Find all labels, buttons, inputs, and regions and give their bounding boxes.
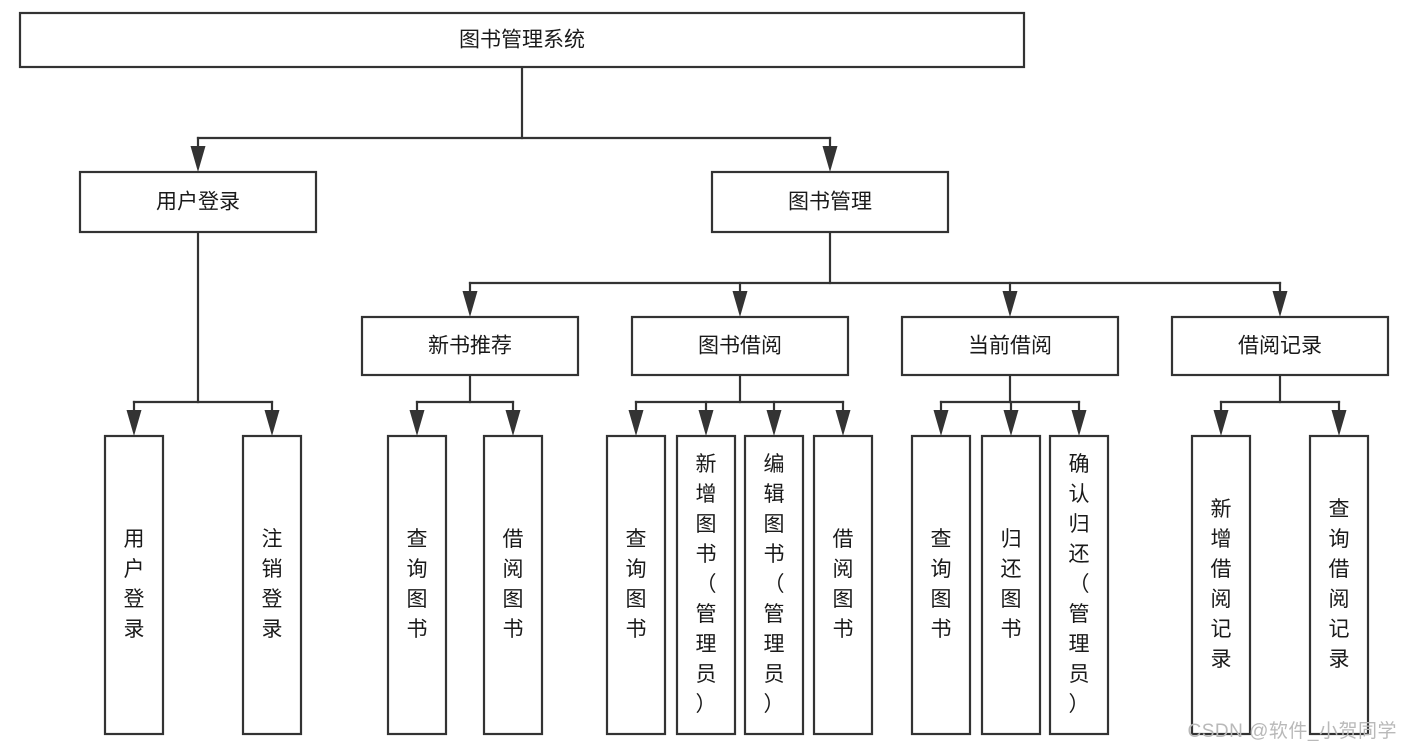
node-box: [103, 434, 165, 736]
node-leaf-user-login[interactable]: 用户登录: [103, 434, 165, 736]
node-label: 归还图书: [1001, 528, 1022, 641]
node-label: 新增借阅记录: [1211, 498, 1232, 671]
arrow-head-icon: [766, 410, 782, 436]
node-box: [78, 170, 318, 234]
node-leaf-query-book-1[interactable]: 查询图书: [386, 434, 448, 736]
arrow-head-icon: [409, 410, 425, 436]
arrow-head-icon: [698, 410, 714, 436]
node-label: 查询借阅记录: [1329, 498, 1350, 671]
node-label: 新书推荐: [428, 335, 512, 358]
node-leaf-query-book-3[interactable]: 查询图书: [910, 434, 972, 736]
node-leaf-logout[interactable]: 注销登录: [241, 434, 303, 736]
node-box: [386, 434, 448, 736]
arrow-head-icon: [628, 410, 644, 436]
node-book-borrow[interactable]: 图书借阅: [630, 315, 850, 377]
arrow-head-icon: [462, 291, 478, 317]
node-label: 图书借阅: [698, 335, 782, 358]
node-current-borrow[interactable]: 当前借阅: [900, 315, 1120, 377]
node-label: 注销登录: [262, 528, 283, 641]
node-box: [1170, 315, 1390, 377]
node-leaf-add-book[interactable]: 新增图书（管理员）: [675, 434, 737, 736]
node-label: 新增图书（管理员）: [696, 453, 717, 716]
node-box: [710, 170, 950, 234]
node-book-manage[interactable]: 图书管理: [710, 170, 950, 234]
arrow-head-icon: [933, 410, 949, 436]
node-box: [605, 434, 667, 736]
node-label: 借阅图书: [833, 528, 854, 641]
node-label: 借阅记录: [1238, 335, 1322, 358]
node-box: [241, 434, 303, 736]
node-borrow-record[interactable]: 借阅记录: [1170, 315, 1390, 377]
arrow-head-icon: [732, 291, 748, 317]
arrow-head-icon: [190, 146, 206, 172]
node-leaf-confirm-return[interactable]: 确认归还（管理员）: [1048, 434, 1110, 736]
node-box: [18, 11, 1026, 69]
edges-layer: [126, 65, 1347, 436]
node-label: 查询图书: [626, 528, 647, 641]
node-box: [675, 434, 737, 736]
nodes-layer: 图书管理系统用户登录图书管理新书推荐图书借阅当前借阅借阅记录用户登录注销登录查询…: [18, 11, 1390, 736]
watermark-text: CSDN @软件_小贺同学: [1187, 721, 1397, 742]
arrow-head-icon: [1071, 410, 1087, 436]
node-box: [900, 315, 1120, 377]
node-new-book-rec[interactable]: 新书推荐: [360, 315, 580, 377]
node-leaf-return-book[interactable]: 归还图书: [980, 434, 1042, 736]
arrow-head-icon: [126, 410, 142, 436]
node-box: [910, 434, 972, 736]
node-label: 查询图书: [931, 528, 952, 641]
node-box: [980, 434, 1042, 736]
node-box: [360, 315, 580, 377]
node-box: [630, 315, 850, 377]
arrow-head-icon: [1213, 410, 1229, 436]
node-box: [1048, 434, 1110, 736]
node-label: 当前借阅: [968, 335, 1052, 358]
arrow-head-icon: [1002, 291, 1018, 317]
node-label: 借阅图书: [503, 528, 524, 641]
node-label: 图书管理: [788, 191, 872, 214]
arrow-head-icon: [1272, 291, 1288, 317]
arrow-head-icon: [822, 146, 838, 172]
node-leaf-query-book-2[interactable]: 查询图书: [605, 434, 667, 736]
node-box: [1308, 434, 1370, 736]
node-root[interactable]: 图书管理系统: [18, 11, 1026, 69]
node-label: 查询图书: [407, 528, 428, 641]
arrow-head-icon: [1331, 410, 1347, 436]
arrow-head-icon: [835, 410, 851, 436]
node-leaf-edit-book[interactable]: 编辑图书（管理员）: [743, 434, 805, 736]
arrow-head-icon: [505, 410, 521, 436]
node-label: 编辑图书（管理员）: [764, 453, 785, 716]
node-box: [812, 434, 874, 736]
arrow-head-icon: [264, 410, 280, 436]
node-box: [743, 434, 805, 736]
node-label: 用户登录: [156, 191, 240, 214]
node-leaf-borrow-book-1[interactable]: 借阅图书: [482, 434, 544, 736]
node-label: 图书管理系统: [459, 29, 585, 52]
node-box: [1190, 434, 1252, 736]
node-leaf-query-record[interactable]: 查询借阅记录: [1308, 434, 1370, 736]
node-leaf-add-record[interactable]: 新增借阅记录: [1190, 434, 1252, 736]
node-user-login[interactable]: 用户登录: [78, 170, 318, 234]
node-label: 用户登录: [124, 528, 145, 641]
node-leaf-borrow-book-2[interactable]: 借阅图书: [812, 434, 874, 736]
node-box: [482, 434, 544, 736]
arrow-head-icon: [1003, 410, 1019, 436]
node-label: 确认归还（管理员）: [1069, 453, 1090, 716]
